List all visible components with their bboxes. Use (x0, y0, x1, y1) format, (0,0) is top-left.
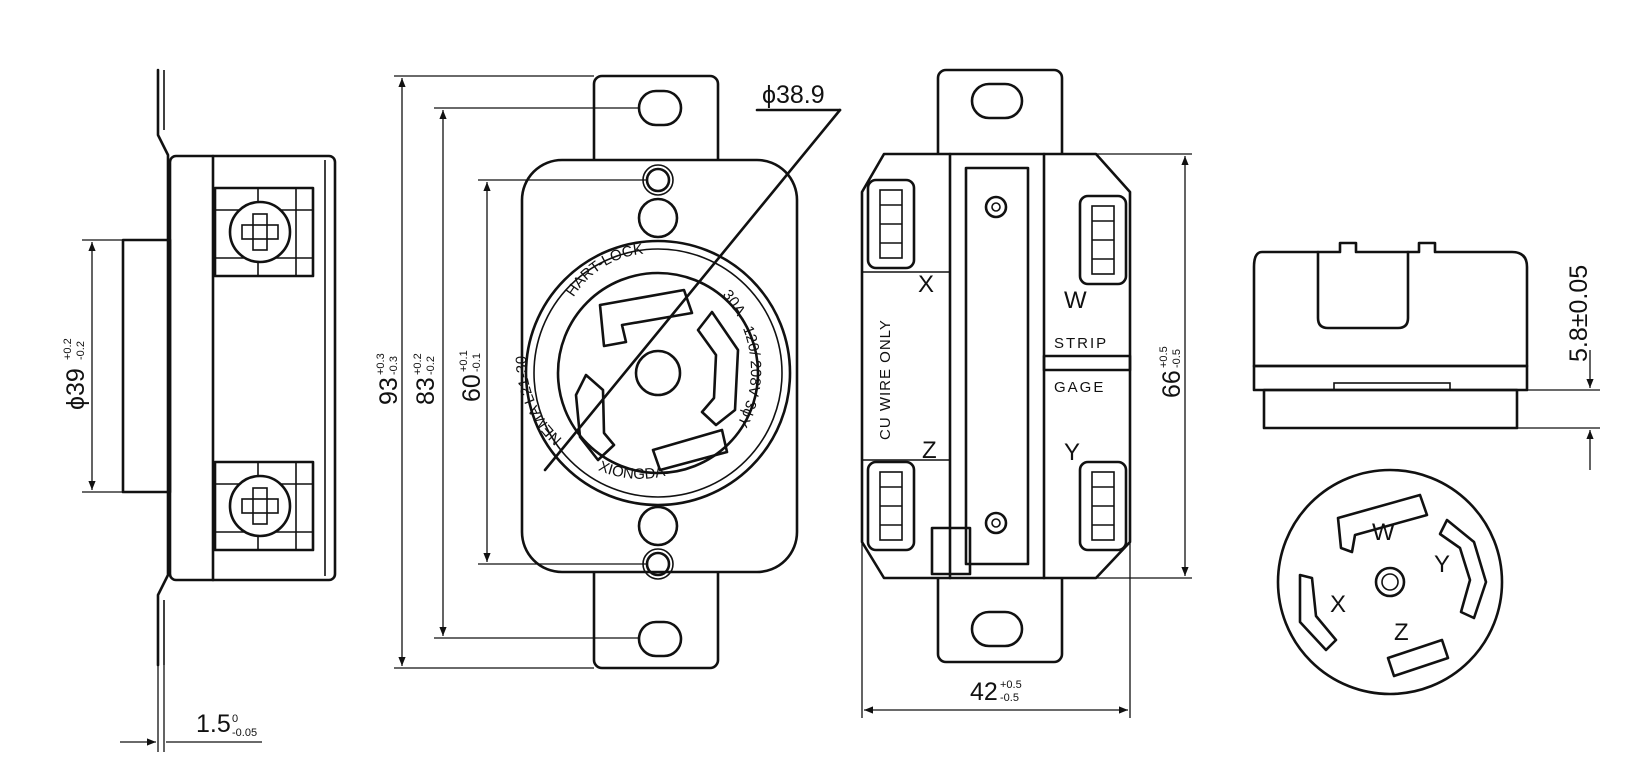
h93-value: 93 (375, 377, 403, 405)
terminal-label-y: Y (1064, 439, 1080, 466)
terminal-label-z: Z (922, 437, 937, 464)
side-screw-bottom (213, 460, 315, 552)
back-view: X W Z Y STRIP GAGE CU WIRE ONLY 66 +0.5 … (860, 68, 1192, 718)
h93-tol-dn: -0.3 (388, 356, 400, 375)
front-view: ϕ38.9 HART-LOCK 30A - 120/ 208V 3ϕY NEMA… (375, 74, 842, 670)
back-terminal-y (1078, 460, 1128, 552)
h83-value: 83 (412, 377, 440, 405)
top-view: 5.8±0.05 (1252, 241, 1600, 470)
pin-label-y: Y (1434, 551, 1450, 578)
h66-tol-up: +0.5 (1158, 346, 1170, 368)
h83-tol-dn: -0.2 (425, 356, 437, 375)
terminal-label-x: X (918, 271, 934, 298)
back-terminal-w (1078, 194, 1128, 286)
terminal-label-w: W (1064, 287, 1087, 314)
h60-tol-up: +0.1 (458, 350, 470, 372)
dimension-66: 66 +0.5 -0.5 (1158, 346, 1186, 398)
pin-label-z: Z (1394, 619, 1409, 646)
pin-face-view: W Y Z X (1276, 468, 1504, 696)
h93-tol-up: +0.3 (375, 353, 387, 375)
plate-tol-up: 0 (232, 713, 238, 725)
cu-wire-label: CU WIRE ONLY (877, 319, 894, 440)
back-terminal-x (866, 178, 916, 270)
dimension-plate-thickness: 1.5 0 -0.05 (196, 710, 257, 739)
w42-tol-dn: -0.5 (1000, 692, 1019, 704)
depth-dimension: 5.8±0.05 (1565, 265, 1593, 362)
back-terminal-z (866, 460, 916, 552)
dimension-60: 60 +0.1 -0.1 (458, 350, 486, 402)
phi39-tol-up: +0.2 (62, 338, 74, 360)
h66-tol-dn: -0.5 (1171, 349, 1183, 368)
face-diameter-label: ϕ38.9 (762, 81, 825, 109)
svg-text:ϕ39: ϕ39 (62, 368, 90, 410)
h60-value: 60 (458, 374, 486, 402)
phi39-tol-dn: -0.2 (75, 341, 87, 360)
h66-value: 66 (1158, 370, 1186, 398)
side-view: ϕ39 +0.2 -0.2 1.5 0 -0.05 (62, 68, 337, 752)
strip-label: STRIP (1054, 335, 1108, 352)
dimension-93: 93 +0.3 -0.3 (375, 353, 403, 405)
gage-label: GAGE (1054, 379, 1105, 396)
dimension-42: 42 +0.5 -0.5 (970, 678, 1022, 706)
plate-tol-dn: -0.05 (232, 727, 257, 739)
dimension-phi39: ϕ39 +0.2 -0.2 (62, 338, 90, 410)
plate-value: 1.5 (196, 710, 231, 738)
w42-value: 42 (970, 678, 998, 706)
h60-tol-dn: -0.1 (471, 353, 483, 372)
w42-tol-up: +0.5 (1000, 679, 1022, 691)
phi39-value: ϕ39 (62, 368, 90, 410)
h83-tol-up: +0.2 (412, 353, 424, 375)
side-screw-top (213, 186, 315, 278)
dimension-83: 83 +0.2 -0.2 (412, 353, 440, 405)
pin-label-w: W (1372, 519, 1395, 546)
pin-label-x: X (1330, 591, 1346, 618)
